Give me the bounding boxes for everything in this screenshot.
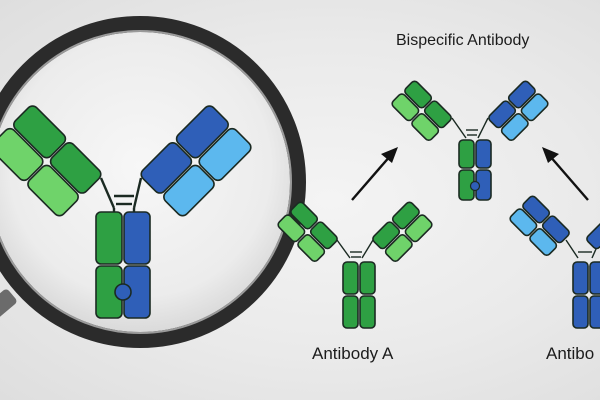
fc-stem [95, 211, 151, 319]
antibody-a-label: Antibody A [312, 344, 394, 363]
light-chain-segment [27, 164, 79, 217]
heavy-chain-segment [175, 105, 229, 159]
heavy-chain-segment [13, 105, 67, 159]
antibody-b [509, 195, 600, 329]
arrow-icon [542, 147, 589, 201]
left-arm-green [0, 105, 102, 217]
heavy-chain-segment [140, 142, 193, 194]
heavy-chain-segment [49, 142, 102, 194]
light-chain-segment [198, 127, 252, 182]
right-arm-blue [140, 105, 252, 217]
magnified-bispecific-antibody [0, 105, 252, 319]
antibody-a [277, 201, 433, 329]
bispecific-antibody [391, 80, 549, 201]
arrow-icon [351, 147, 398, 201]
light-chain-segment [163, 164, 215, 217]
antibody-b-label: Antibo [546, 344, 595, 363]
diagram-title: Bispecific Antibody [396, 32, 530, 49]
light-chain-segment [0, 127, 44, 182]
